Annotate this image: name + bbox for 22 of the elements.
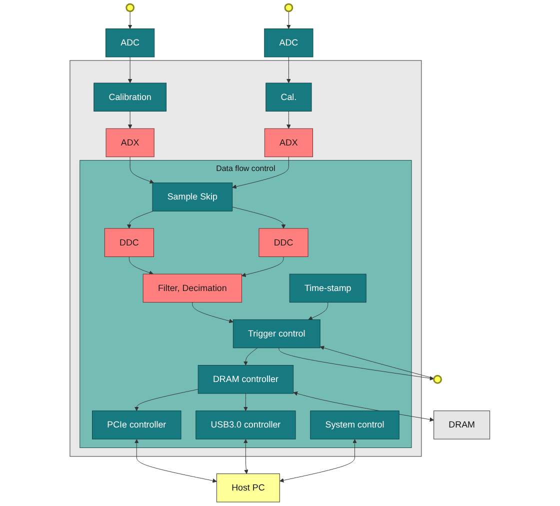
- node-box: Cal.: [266, 82, 312, 112]
- node-box: Trigger control: [233, 319, 320, 348]
- node-circle: [433, 374, 442, 384]
- node-circle: [284, 3, 294, 12]
- node-box: DRAM: [434, 410, 490, 440]
- node-box: Filter, Decimation: [142, 274, 242, 303]
- node-box: Host PC: [216, 474, 280, 502]
- node-box: ADX: [264, 128, 314, 158]
- node-box: Calibration: [94, 82, 167, 112]
- node-box: DDC: [104, 228, 154, 257]
- node-box: Time-stamp: [289, 274, 366, 303]
- node-box: PCIe controller: [92, 410, 182, 440]
- node-box: DDC: [258, 228, 308, 257]
- node-box: ADC: [106, 28, 155, 58]
- node-box: ADX: [106, 128, 154, 158]
- cluster: [70, 60, 422, 457]
- node-box: USB3.0 controller: [196, 410, 296, 440]
- node-box: Sample Skip: [152, 182, 233, 212]
- node-circle: [126, 3, 135, 12]
- node-box: DRAM controller: [198, 365, 294, 394]
- node-box: System control: [310, 410, 400, 440]
- node-box: ADC: [264, 28, 314, 58]
